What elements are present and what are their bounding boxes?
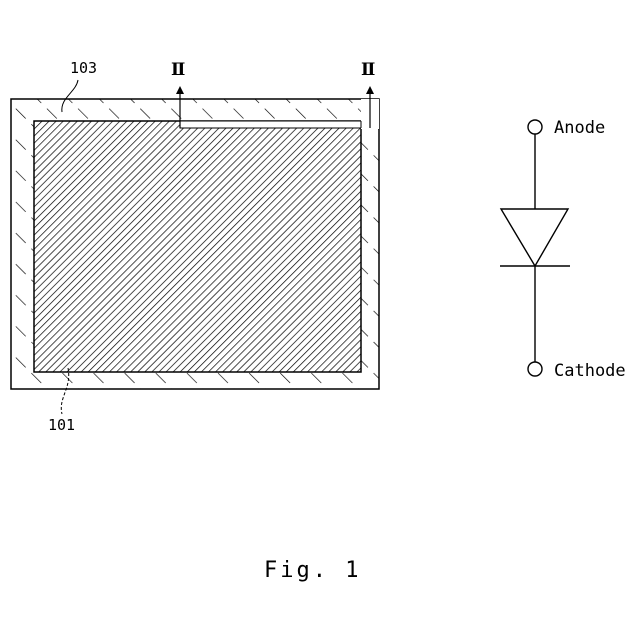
ref-label-103: 103 xyxy=(70,59,97,77)
diode-symbol xyxy=(500,120,570,376)
ref-label-101: 101 xyxy=(48,416,75,434)
diode-triangle-icon xyxy=(501,209,568,266)
cathode-label: Cathode xyxy=(554,361,626,381)
section-label-right: Ⅱ xyxy=(361,60,375,80)
anode-terminal-icon xyxy=(528,120,542,134)
section-label-left: Ⅱ xyxy=(171,60,185,80)
anode-label: Anode xyxy=(554,118,605,138)
cathode-terminal-icon xyxy=(528,362,542,376)
figure-caption: Fig. 1 xyxy=(264,558,361,583)
inner-region xyxy=(34,96,379,372)
